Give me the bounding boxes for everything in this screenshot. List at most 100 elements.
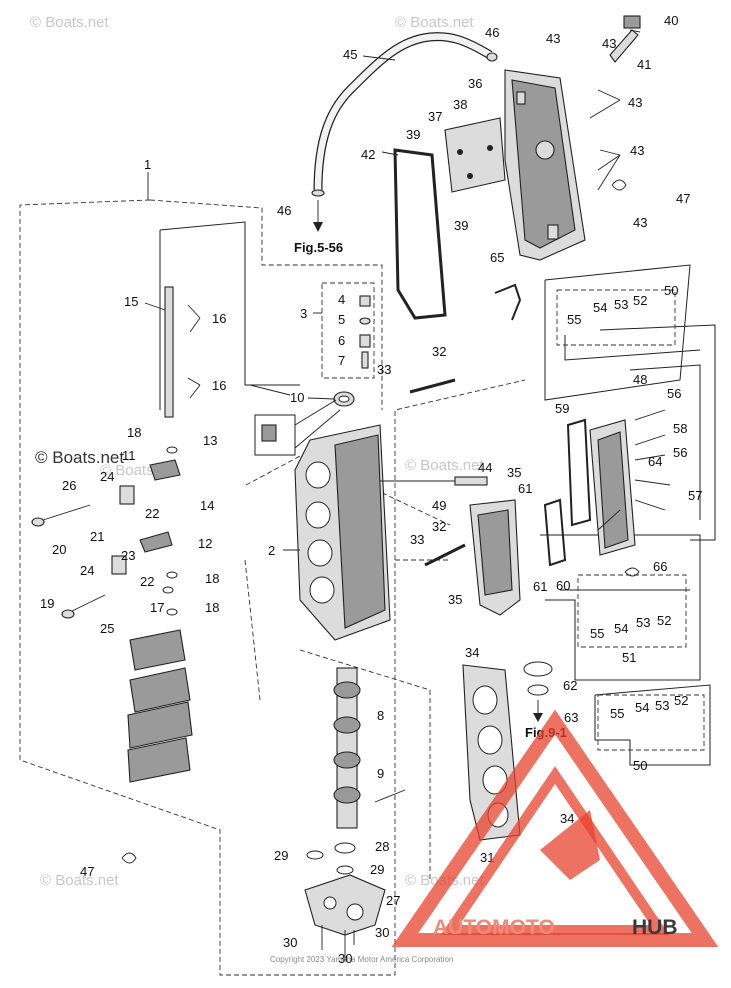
callout: 18 [127,425,141,440]
callout: 39 [406,127,420,142]
oil-pump [304,842,386,960]
logo-text-automoto: AUTOMOTO [433,916,555,939]
callout: 52 [633,293,647,308]
callout: 8 [377,708,384,723]
callout: 62 [563,678,577,693]
kit-box-50-bottom [597,694,705,751]
callout: 30 [283,935,297,950]
callout: 19 [40,596,54,611]
callout: 21 [90,529,104,544]
gasket [543,498,567,567]
callout: 27 [386,893,400,908]
callout: 42 [361,147,375,162]
callout: 29 [370,862,384,877]
callout: 29 [274,848,288,863]
callout: 22 [140,574,154,589]
callout: 13 [203,433,217,448]
callout: 49 [432,498,446,513]
cylinder-head [294,424,391,641]
detail-view-box [254,399,341,456]
callout: 51 [622,650,636,665]
callout: 2 [268,543,275,558]
baffle-plate [444,117,506,193]
callout: 48 [633,372,647,387]
exhaust-manifold [589,419,636,556]
callout: 6 [338,333,345,348]
callout: 37 [428,109,442,124]
callout: 47 [676,191,690,206]
callout: 61 [533,579,547,594]
callout: 14 [200,498,214,513]
callout: 60 [556,578,570,593]
long-bolt [424,543,466,567]
copyright-notice: Copyright 2023 Yamaha Motor America Corp… [270,955,453,964]
callout: 26 [62,478,76,493]
callout: 58 [673,421,687,436]
callout: 9 [377,766,384,781]
callout: 65 [490,250,504,265]
callout: 16 [212,311,226,326]
spring-clip [624,567,640,577]
callout: 43 [546,31,560,46]
callout: 20 [52,542,66,557]
callout: 63 [564,710,578,725]
callout: 30 [338,951,352,966]
callout: 53 [655,698,669,713]
callout: 4 [338,292,345,307]
callout: 11 [122,448,136,463]
head-cover-gasket [393,148,447,320]
callout: 39 [454,218,468,233]
callout: 43 [633,215,647,230]
callout: 61 [518,481,532,496]
spring-clip [121,852,137,864]
callout: 23 [121,548,135,563]
callout: 7 [338,353,345,368]
callout: 3 [300,306,307,321]
callout: 52 [657,613,671,628]
watermark: © Boats.net [40,872,119,889]
callout-labels: 1 2 3 4 5 6 7 8 9 10 11 12 13 14 15 16 1… [40,13,702,966]
callout: 44 [478,460,492,475]
callout: 18 [205,571,219,586]
callout: 32 [432,344,446,359]
callout: 10 [290,390,304,405]
callout: 35 [507,465,521,480]
callout: 35 [448,592,462,607]
callout: 36 [468,76,482,91]
callout: 28 [375,839,389,854]
callout: 16 [212,378,226,393]
callout: 34 [465,645,479,660]
callout: 15 [124,294,138,309]
watermarks: © Boats.net © Boats.net © Boats.net © Bo… [30,14,484,889]
callout: 17 [150,600,164,615]
callout: 33 [410,532,424,547]
kit-box-51 [577,574,687,648]
callout: 40 [664,13,678,28]
callout: 47 [80,864,94,879]
o-ring [527,684,549,696]
callout: 41 [637,57,651,72]
callout: 53 [636,615,650,630]
exhaust-cover [469,499,521,616]
callout: 46 [277,203,291,218]
spark-plug [380,476,488,486]
callout: 59 [555,401,569,416]
callout: 55 [610,706,624,721]
callout: 53 [614,297,628,312]
callout: 57 [688,488,702,503]
callout: 32 [432,519,446,534]
callout: 24 [100,469,114,484]
camshaft [333,667,406,829]
manifold-outlines [159,221,716,766]
valve-train [31,286,181,619]
callout: 50 [633,758,647,773]
callout: 33 [377,362,391,377]
sensor-lead [494,283,522,321]
leader-lines [144,29,671,551]
valve-assembly-stack [127,629,193,783]
callout: 55 [590,626,604,641]
long-bolt [409,378,456,394]
callout: 50 [664,283,678,298]
logo-text-hub: HUB [632,916,678,939]
